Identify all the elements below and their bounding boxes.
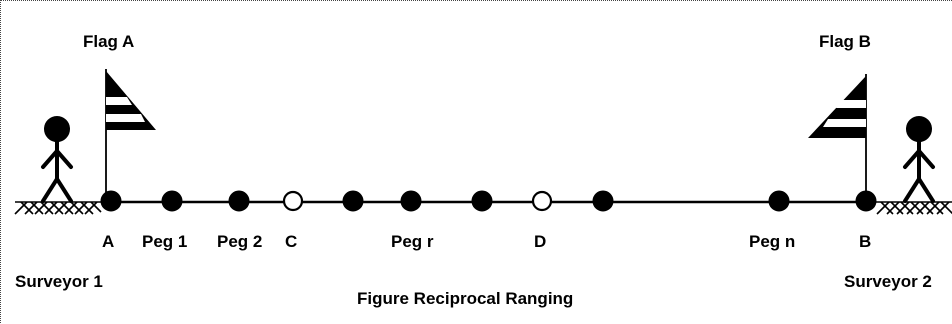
ground-hatch-left bbox=[14, 201, 103, 215]
peg-marker-unlabeled-8 bbox=[592, 190, 614, 212]
peg-marker-peg-n bbox=[768, 190, 790, 212]
surveyor-2-label: Surveyor 2 bbox=[844, 272, 932, 291]
peg-marker-peg-2 bbox=[228, 190, 250, 212]
point-markers bbox=[100, 190, 877, 212]
ranging-rod-marker-c bbox=[282, 190, 304, 212]
flag-b-icon bbox=[808, 74, 867, 201]
peg-marker-unlabeled-6 bbox=[471, 190, 493, 212]
figure-caption: Figure Reciprocal Ranging bbox=[357, 289, 573, 308]
point-label-c: C bbox=[285, 232, 297, 251]
point-label-b: B bbox=[859, 232, 871, 251]
point-label-d: D bbox=[534, 232, 546, 251]
point-label-peg-n: Peg n bbox=[749, 232, 795, 251]
peg-marker-unlabeled-4 bbox=[342, 190, 364, 212]
flag-a-icon bbox=[105, 69, 156, 201]
surveyor-2-figure bbox=[903, 116, 935, 203]
surveyor-1-label: Surveyor 1 bbox=[15, 272, 103, 291]
point-label-peg-1: Peg 1 bbox=[142, 232, 187, 251]
point-labels: A Peg 1 Peg 2 C Peg r D Peg n B bbox=[102, 232, 871, 251]
surveyor-1-figure bbox=[41, 116, 73, 203]
point-label-a: A bbox=[102, 232, 114, 251]
point-label-peg-2: Peg 2 bbox=[217, 232, 262, 251]
peg-marker-b bbox=[855, 190, 877, 212]
flag-b-label: Flag B bbox=[819, 32, 871, 51]
ranging-rod-marker-d bbox=[531, 190, 553, 212]
peg-marker-peg-1 bbox=[161, 190, 183, 212]
flag-a-label: Flag A bbox=[83, 32, 134, 51]
peg-marker-a bbox=[100, 190, 122, 212]
point-label-peg-r: Peg r bbox=[391, 232, 434, 251]
peg-marker-peg-r bbox=[400, 190, 422, 212]
ground-hatch-right bbox=[867, 201, 952, 215]
